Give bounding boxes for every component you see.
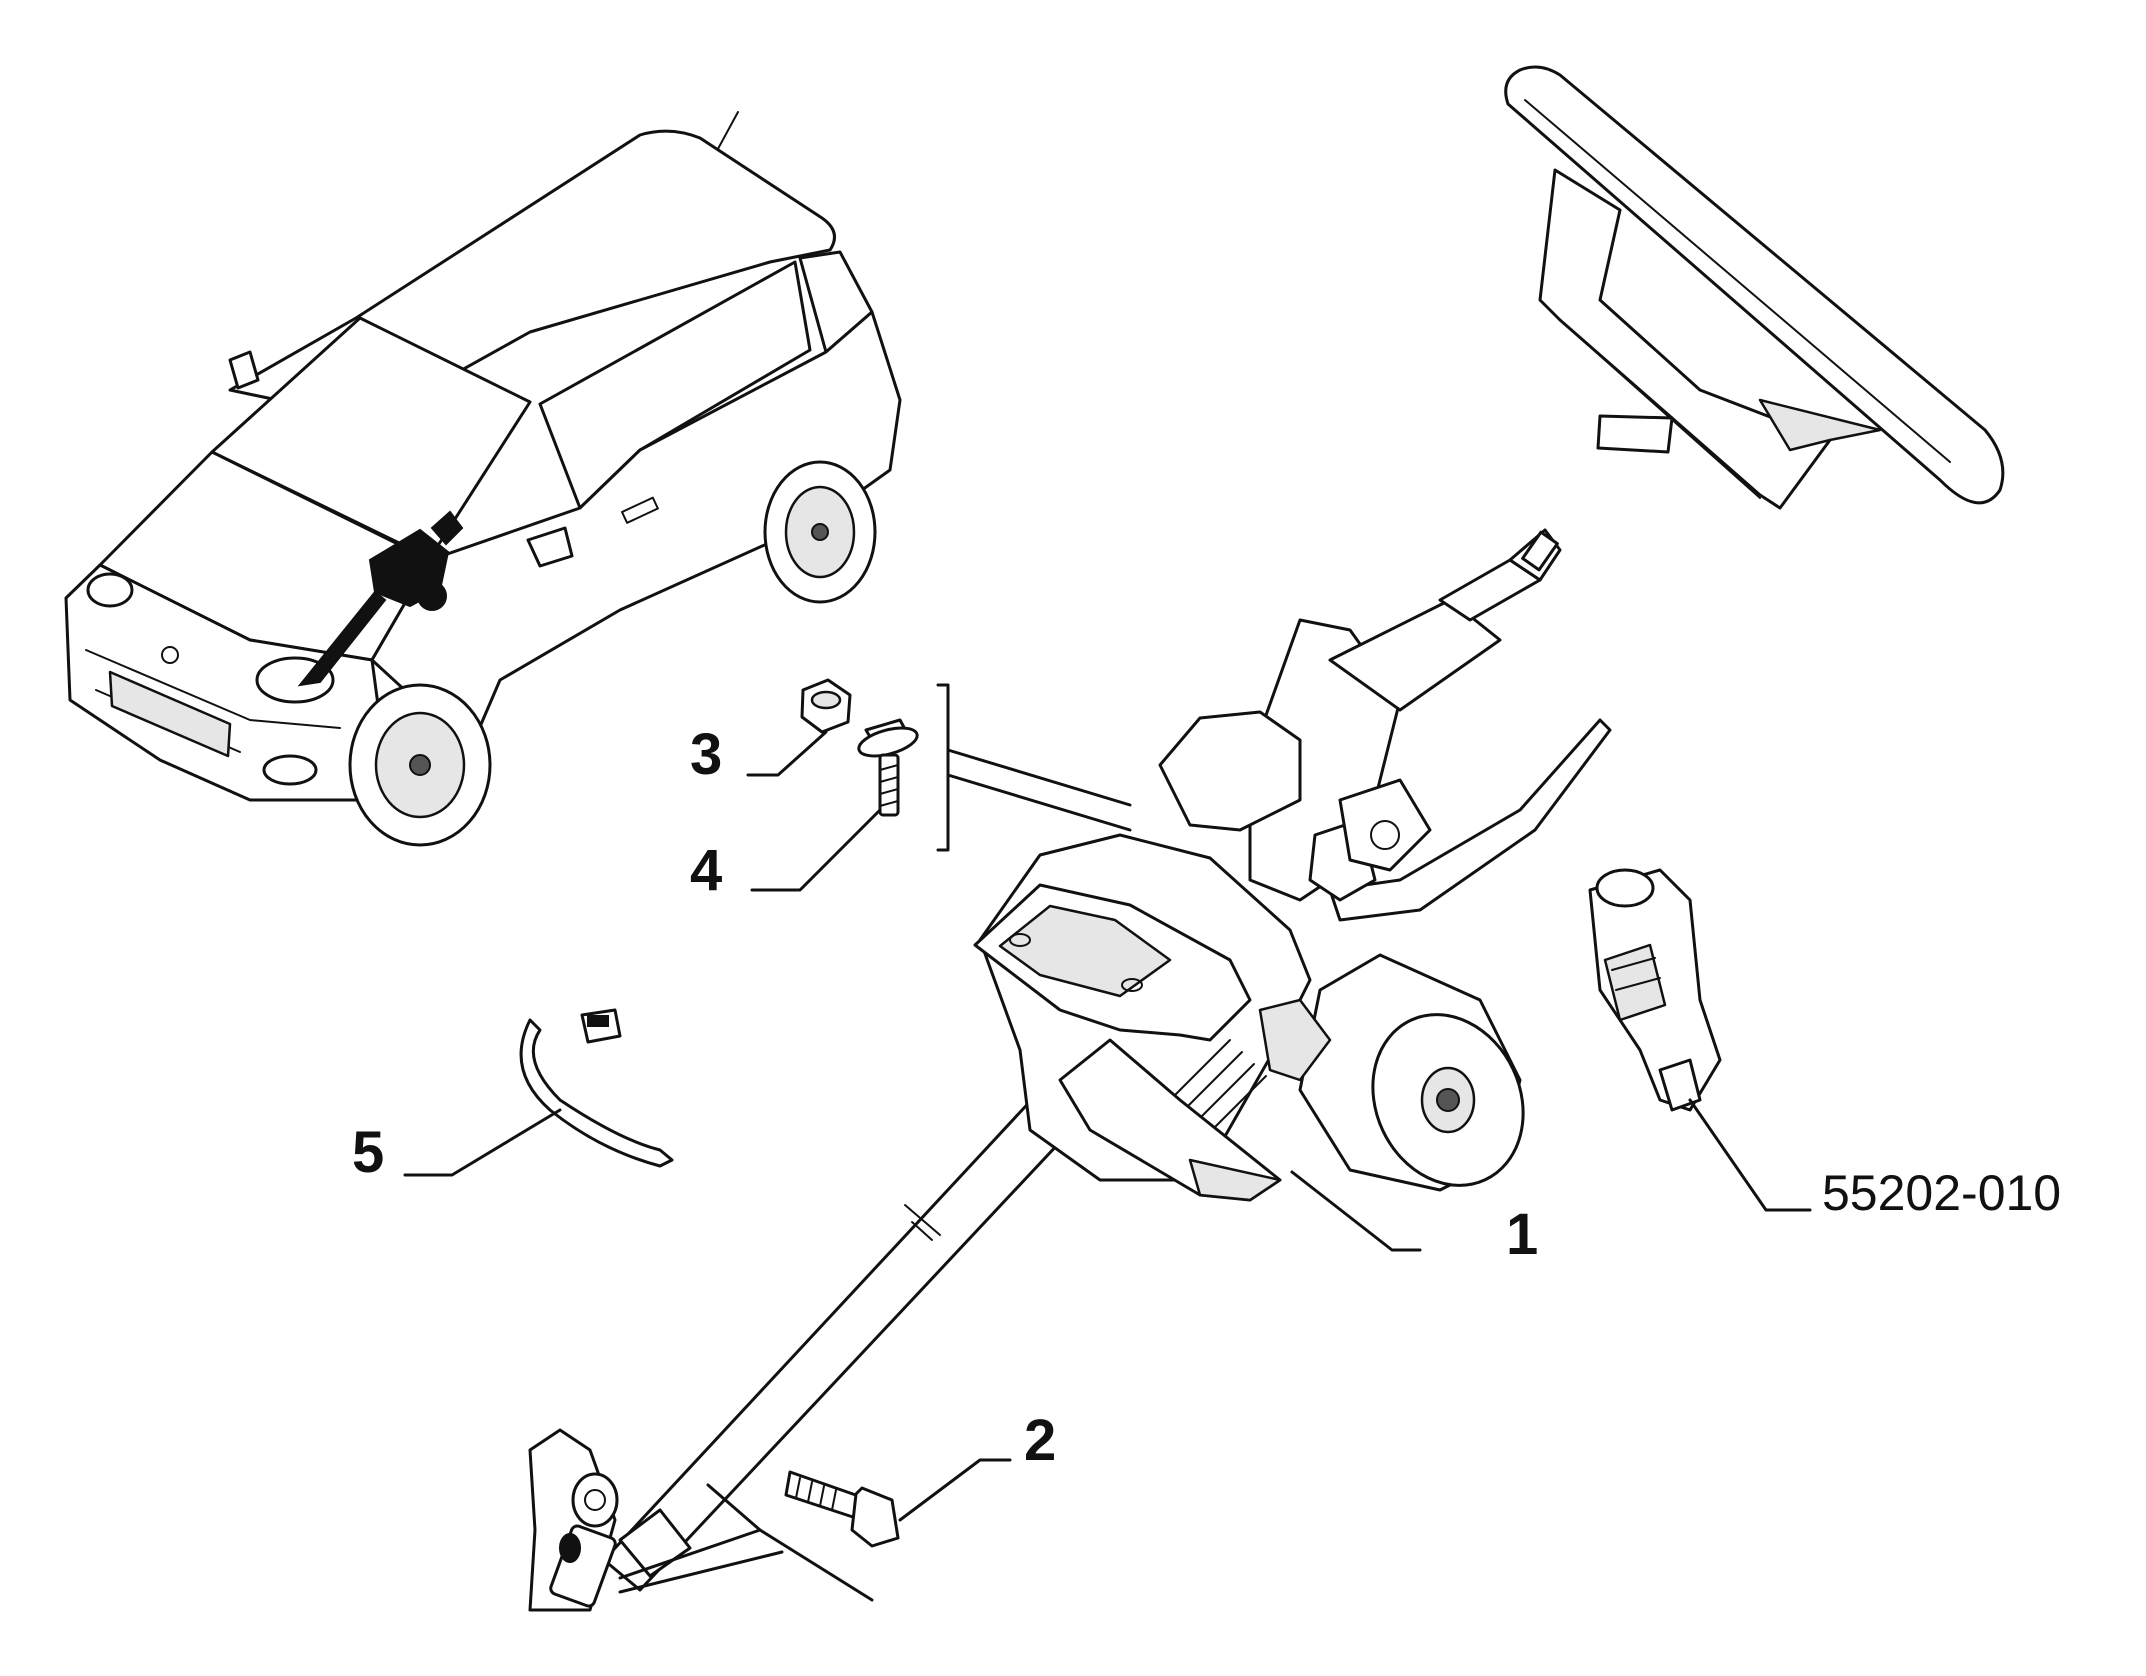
leader-lines bbox=[403, 683, 1812, 1602]
car-illustration-icon bbox=[64, 111, 902, 847]
callout-1: 1 bbox=[1506, 1202, 1538, 1267]
bolt-icon bbox=[857, 718, 919, 817]
steering-column-icon bbox=[528, 528, 1612, 1612]
cardan-bolt-icon bbox=[784, 1470, 900, 1548]
steering-wheel-icon bbox=[1504, 65, 2005, 510]
nut-icon bbox=[800, 678, 852, 734]
ignition-switch-icon bbox=[1588, 868, 1722, 1112]
callout-4: 4 bbox=[690, 838, 722, 903]
callout-5: 5 bbox=[352, 1120, 384, 1185]
cable-tie-icon bbox=[519, 1008, 674, 1168]
callout-2: 2 bbox=[1024, 1408, 1056, 1473]
callout-3: 3 bbox=[690, 722, 722, 787]
callout-55202-010: 55202-010 bbox=[1822, 1165, 2061, 1221]
